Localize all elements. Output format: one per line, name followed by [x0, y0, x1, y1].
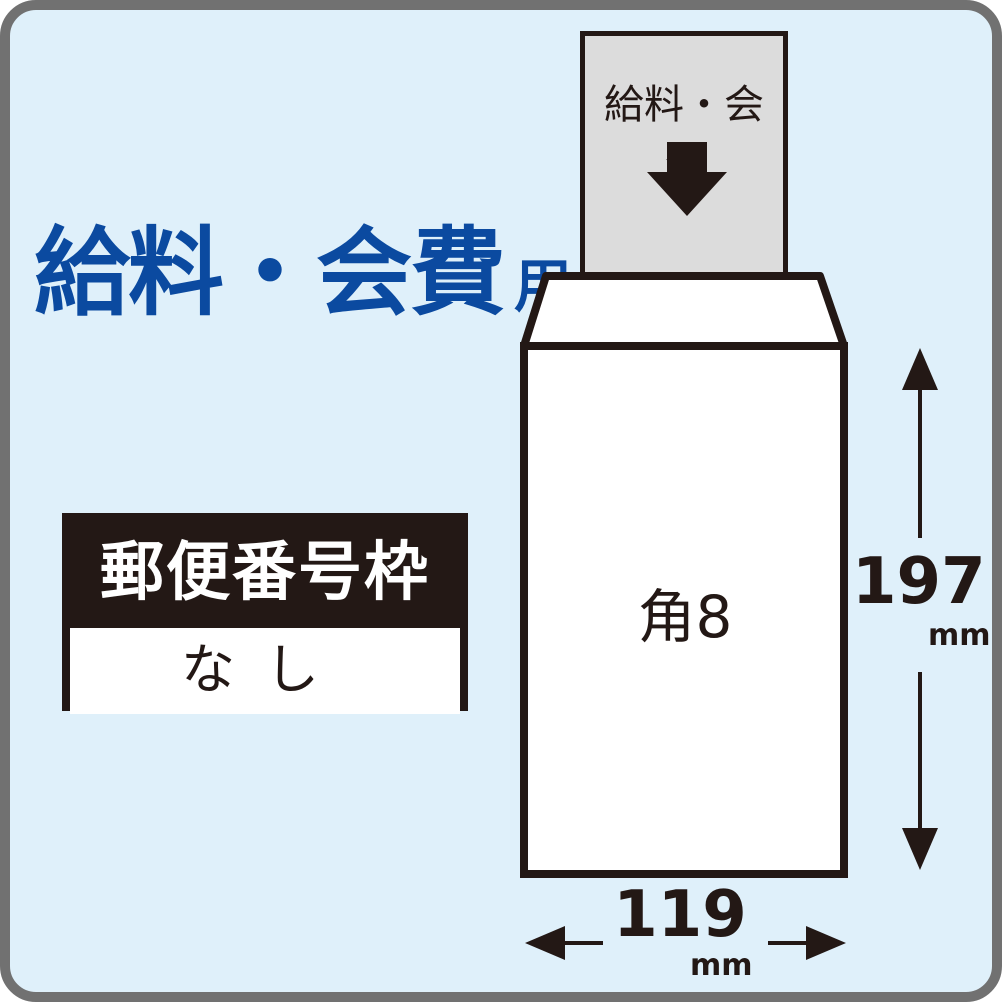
- page-title: 給料・会費用: [34, 195, 572, 334]
- postal-code-value: なし: [70, 628, 460, 714]
- postal-code-box: 郵便番号枠 なし: [62, 513, 468, 714]
- arrow-right-icon: [768, 926, 848, 960]
- arrow-down-icon: [647, 142, 727, 218]
- height-value: 197: [852, 545, 986, 619]
- width-unit: mm: [690, 948, 753, 983]
- height-unit: mm: [928, 618, 991, 653]
- arrow-left-icon: [525, 926, 605, 960]
- insert-card: 給料・会費: [580, 31, 788, 281]
- envelope-illustration: [518, 270, 853, 882]
- width-value: 119: [613, 878, 747, 952]
- title-main: 給料・会費: [34, 217, 506, 329]
- arrow-down-dimension-icon: [902, 672, 938, 872]
- arrow-up-icon: [902, 348, 938, 548]
- envelope-size-label: 角8: [637, 583, 733, 651]
- postal-code-label: 郵便番号枠: [100, 536, 430, 610]
